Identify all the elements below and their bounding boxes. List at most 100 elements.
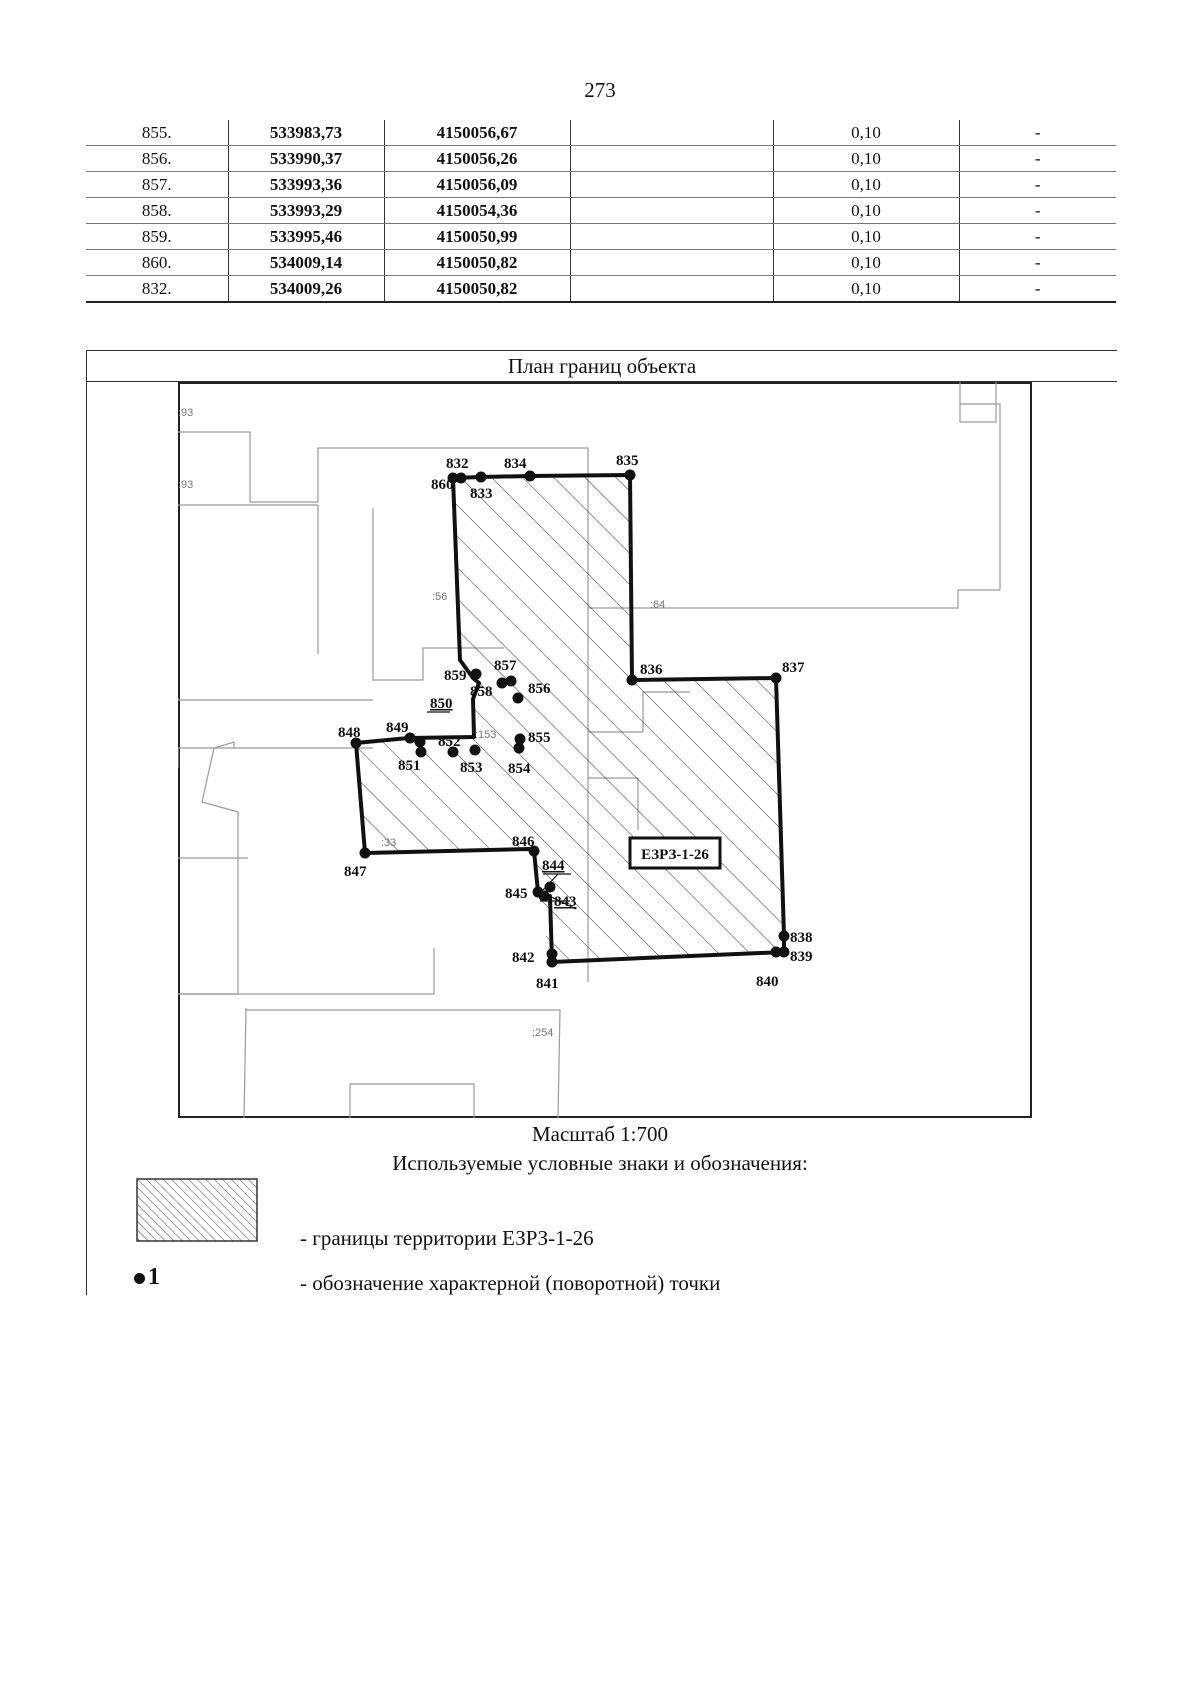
boundary-point-857 <box>505 675 517 687</box>
point-label-846: 846 <box>512 834 535 850</box>
table-cell-empty <box>569 249 773 276</box>
leader-lines <box>427 711 577 910</box>
point-label-837: 837 <box>782 660 805 676</box>
boundary-point-835 <box>624 469 636 481</box>
point-label-855: 855 <box>528 730 551 746</box>
table-cell-accuracy: 0,10 <box>772 145 959 172</box>
table-cell-y: 4150050,82 <box>383 249 570 276</box>
boundary-point-839 <box>778 946 790 958</box>
point-label-858: 858 <box>470 684 493 700</box>
point-label-838: 838 <box>790 930 813 946</box>
table-cell-y: 4150056,26 <box>383 145 570 172</box>
table-cell-num: 857. <box>86 171 228 198</box>
table-cell-num: 855. <box>86 120 228 146</box>
table-cell-x: 533983,73 <box>227 120 384 146</box>
boundary-point-832 <box>447 472 459 484</box>
legend-zone-text: - границы территории ЕЗРЗ-1-26 <box>300 1226 594 1250</box>
table-cell-x: 534009,26 <box>227 275 384 303</box>
boundary-points <box>350 469 790 968</box>
table-cell-note: - <box>958 120 1116 146</box>
point-label-839: 839 <box>790 949 813 965</box>
point-label-856: 856 <box>528 681 551 697</box>
boundary-point-851 <box>415 746 427 758</box>
table-cell-note: - <box>958 275 1116 303</box>
boundary-point-849 <box>404 732 416 744</box>
table-cell-accuracy: 0,10 <box>772 275 959 303</box>
table-cell-note: - <box>958 249 1116 276</box>
boundary-point-853 <box>469 744 481 756</box>
boundary-point-838 <box>778 930 790 942</box>
boundary-point-856 <box>512 692 524 704</box>
point-label-847: 847 <box>344 864 367 880</box>
boundary-point-847 <box>359 847 371 859</box>
point-label-842: 842 <box>512 950 535 966</box>
zone-label-box <box>628 836 722 870</box>
point-label-853: 853 <box>460 760 483 776</box>
table-cell-accuracy: 0,10 <box>772 223 959 250</box>
zone-boundary-line <box>354 473 786 964</box>
point-label-832: 832 <box>446 456 469 472</box>
point-label-836: 836 <box>640 662 663 678</box>
point-label-851: 851 <box>398 758 421 774</box>
boundary-point-845 <box>532 886 544 898</box>
point-dot-icon <box>134 1272 145 1284</box>
legend-point-number: 1 <box>148 1264 160 1290</box>
zone-label: ЕЗРЗ-1-26 <box>641 847 709 863</box>
boundary-point-860 <box>455 472 467 484</box>
boundary-point-846 <box>528 845 540 857</box>
point-label-844: 844 <box>542 858 565 874</box>
table-cell-x: 533993,36 <box>227 171 384 198</box>
table-cell-x: 533995,46 <box>227 223 384 250</box>
point-label-848: 848 <box>338 725 361 741</box>
map-scale: Масштаб 1:700 <box>531 1122 668 1146</box>
table-cell-y: 4150050,99 <box>383 223 570 250</box>
plan-frame-rule <box>86 380 87 1295</box>
table-cell-y: 4150056,09 <box>383 171 570 198</box>
legend-title: Используемые условные знаки и обозначени… <box>392 1151 808 1175</box>
table-cell-accuracy: 0,10 <box>772 120 959 146</box>
table-cell-x: 533990,37 <box>227 145 384 172</box>
parcel-label: :153 <box>475 729 496 741</box>
table-cell-empty <box>569 145 773 172</box>
point-label-859: 859 <box>444 668 467 684</box>
table-cell-empty <box>569 223 773 250</box>
table-cell-y: 4150054,36 <box>383 197 570 224</box>
table-cell-empty <box>569 275 773 303</box>
parcel-label: :93 <box>178 479 193 491</box>
table-cell-num: 856. <box>86 145 228 172</box>
boundary-point-840 <box>770 946 782 958</box>
table-cell-empty <box>569 197 773 224</box>
table-cell-note: - <box>958 197 1116 224</box>
point-label-841: 841 <box>536 976 559 992</box>
boundary-point-841 <box>546 956 558 968</box>
page-number: 273 <box>584 78 616 102</box>
boundary-point-842 <box>546 948 558 960</box>
boundary-point-844 <box>544 881 556 893</box>
table-cell-note: - <box>958 223 1116 250</box>
legend-zone-swatch <box>136 1178 258 1242</box>
table-cell-num: 832. <box>86 275 228 303</box>
boundary-point-859 <box>470 668 482 680</box>
point-label-840: 840 <box>756 974 779 990</box>
table-cell-note: - <box>958 171 1116 198</box>
table-cell-note: - <box>958 145 1116 172</box>
legend-point-text: - обозначение характерной (поворотной) т… <box>300 1271 721 1295</box>
parcel-label: :93 <box>178 407 193 419</box>
boundary-point-858 <box>496 677 508 689</box>
point-label-850: 850 <box>430 696 453 712</box>
point-label-852: 852 <box>438 734 461 750</box>
table-cell-num: 858. <box>86 197 228 224</box>
table-cell-accuracy: 0,10 <box>772 171 959 198</box>
boundary-point-852 <box>447 746 459 758</box>
boundary-point-855 <box>514 733 526 745</box>
table-cell-num: 859. <box>86 223 228 250</box>
point-label-835: 835 <box>616 453 639 469</box>
table-cell-accuracy: 0,10 <box>772 197 959 224</box>
table-cell-x: 533993,29 <box>227 197 384 224</box>
